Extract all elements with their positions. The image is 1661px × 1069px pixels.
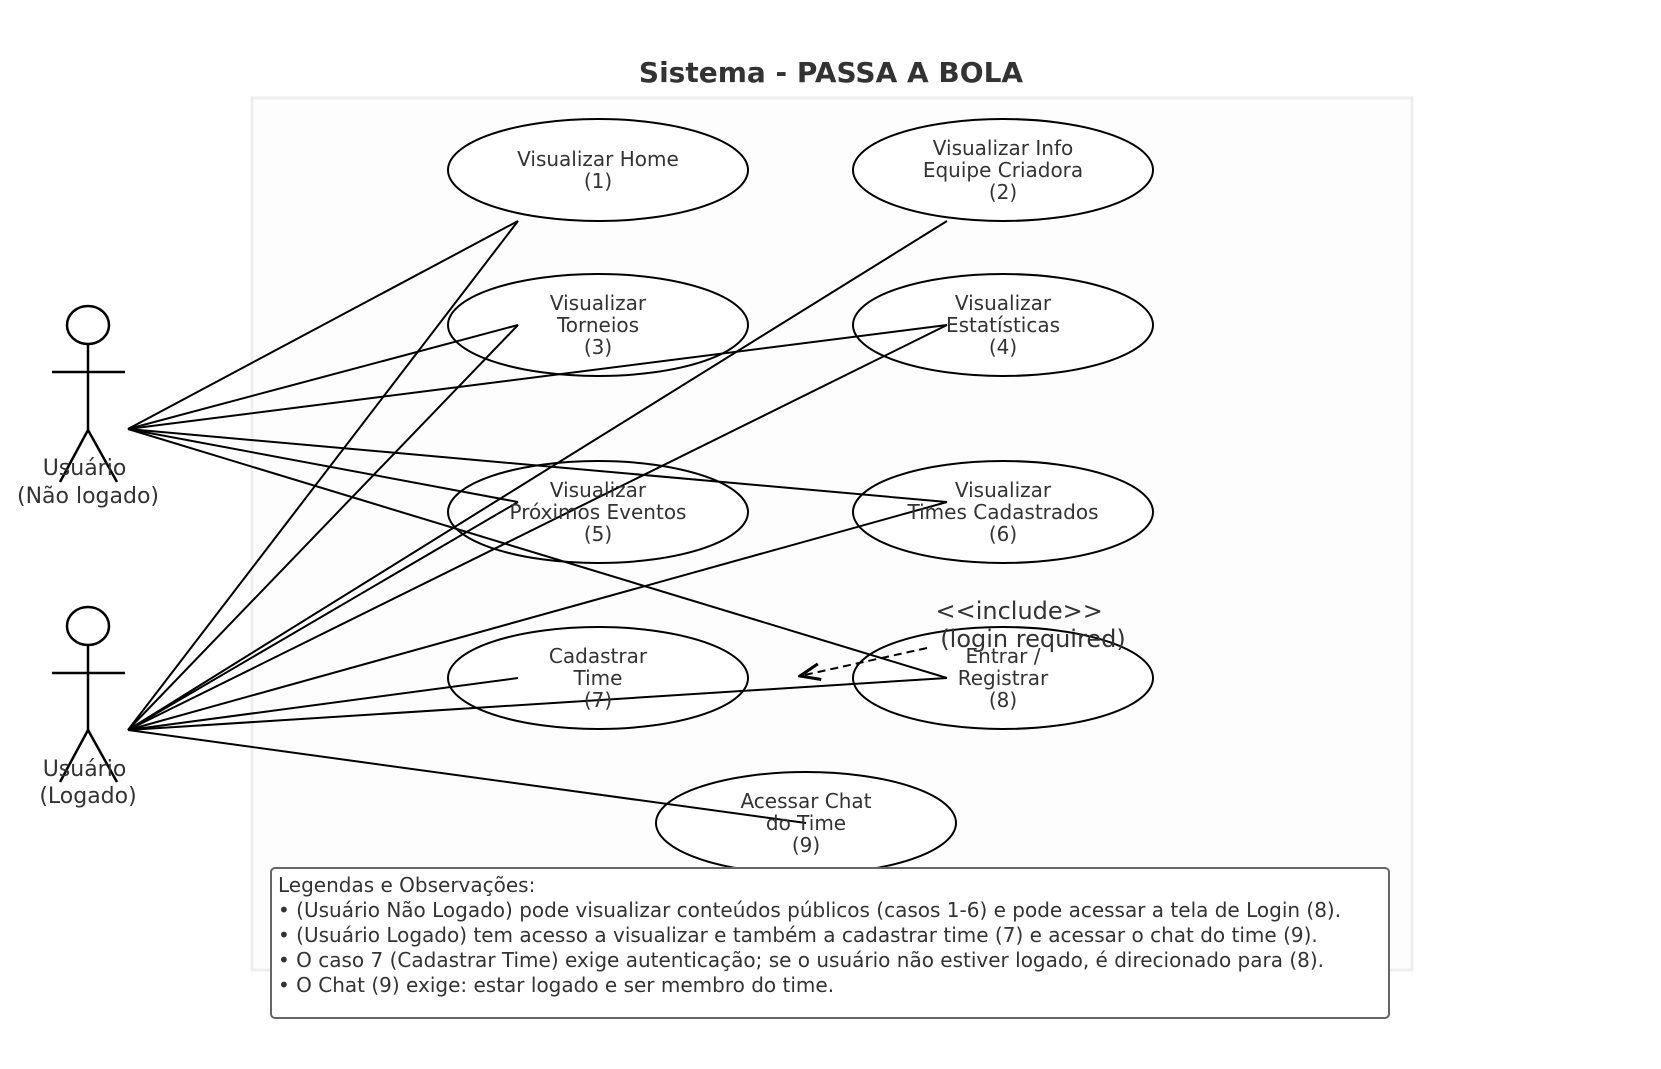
use-case-1-ellipse xyxy=(447,118,749,222)
use-case-7-ellipse xyxy=(447,626,749,730)
use-case-label-line: Cadastrar xyxy=(549,644,648,668)
use-case-label-line: Visualizar Info xyxy=(933,136,1073,160)
use-case-4-ellipse xyxy=(852,273,1154,377)
include-arrow xyxy=(800,647,928,676)
legend-box: Legendas e Observações: • (Usuário Não L… xyxy=(270,867,1390,1019)
use-case-label-line: Registrar xyxy=(958,666,1049,690)
association-nao-logado-uc-1 xyxy=(127,220,519,430)
association-logado-uc-9 xyxy=(127,729,807,824)
use-case-label-line: Entrar / xyxy=(966,644,1041,668)
association-logado-uc-1 xyxy=(127,220,519,731)
association-logado-uc-5 xyxy=(127,501,519,731)
legend-item: • O Chat (9) exige: estar logado e ser m… xyxy=(278,973,835,997)
association-logado-uc-6 xyxy=(127,501,948,731)
legend-title: Legendas e Observações: xyxy=(278,873,536,897)
use-case-2-ellipse xyxy=(852,118,1154,222)
actor-leg-right xyxy=(86,729,119,783)
association-logado-uc-7 xyxy=(127,677,519,731)
association-logado-uc-4 xyxy=(127,324,948,731)
actor-head xyxy=(65,304,111,346)
association-nao-logado-uc-4 xyxy=(127,324,948,430)
use-case-label-line: (3) xyxy=(584,335,612,359)
actor-label-logado: Usuário (Logado) xyxy=(39,757,136,809)
use-case-label-line: (8) xyxy=(989,688,1017,712)
actor-leg-right xyxy=(86,429,119,483)
use-case-label-line: Times Cadastrados xyxy=(907,500,1099,524)
actor-leg-left xyxy=(58,429,90,483)
association-logado-uc-3 xyxy=(127,324,519,731)
use-case-label-line: Visualizar xyxy=(955,478,1052,502)
use-case-label-line: Estatísticas xyxy=(946,313,1060,337)
use-case-label-line: Visualizar xyxy=(550,291,647,315)
use-case-label-line: Visualizar xyxy=(550,478,647,502)
use-case-label-line: Visualizar Home xyxy=(517,147,679,171)
use-case-8-label: Entrar /Registrar(8) xyxy=(958,644,1049,712)
actor-label-nao-logado: Usuário (Não logado) xyxy=(17,456,159,509)
use-case-label-line: (7) xyxy=(584,688,612,712)
use-case-label-line: Acessar Chat xyxy=(740,789,871,813)
use-case-label-line: Visualizar xyxy=(955,291,1052,315)
use-case-label-line: Time xyxy=(573,666,623,690)
use-case-label-line: do Time xyxy=(766,811,846,835)
association-nao-logado-uc-6 xyxy=(127,428,948,503)
use-case-label-line: Próximos Eventos xyxy=(510,500,687,524)
use-case-8-ellipse xyxy=(852,626,1154,730)
legend-item: • (Usuário Logado) tem acesso a visualiz… xyxy=(278,923,1318,947)
actor-head xyxy=(65,605,111,647)
actor-logado xyxy=(52,605,125,783)
use-case-label-line: (9) xyxy=(792,833,820,857)
use-case-label-line: Torneios xyxy=(556,313,639,337)
association-logado-uc-8 xyxy=(127,677,948,731)
use-case-label-line: (2) xyxy=(989,180,1017,204)
association-nao-logado-uc-5 xyxy=(127,428,519,503)
use-case-label-line: (6) xyxy=(989,522,1017,546)
use-case-label-line: Equipe Criadora xyxy=(923,158,1083,182)
system-title: Sistema - PASSA A BOLA xyxy=(639,56,1024,89)
association-logado-uc-2 xyxy=(127,220,948,731)
use-case-5-ellipse xyxy=(447,460,749,564)
use-case-label-line: (1) xyxy=(584,169,612,193)
use-case-label-line: (5) xyxy=(584,522,612,546)
use-case-label-line: (4) xyxy=(989,335,1017,359)
use-case-6-ellipse xyxy=(852,460,1154,564)
association-nao-logado-uc-8 xyxy=(127,428,948,679)
use-case-1-label: Visualizar Home(1) xyxy=(517,147,679,193)
association-nao-logado-uc-3 xyxy=(127,324,519,430)
legend-item: • (Usuário Não Logado) pode visualizar c… xyxy=(278,898,1342,922)
actor-nao-logado xyxy=(52,304,125,483)
legend-item: • O caso 7 (Cadastrar Time) exige autent… xyxy=(278,948,1325,972)
actor-leg-left xyxy=(58,729,90,783)
include-label: <<include>> (login required) xyxy=(935,597,1125,653)
use-case-3-ellipse xyxy=(447,273,749,377)
